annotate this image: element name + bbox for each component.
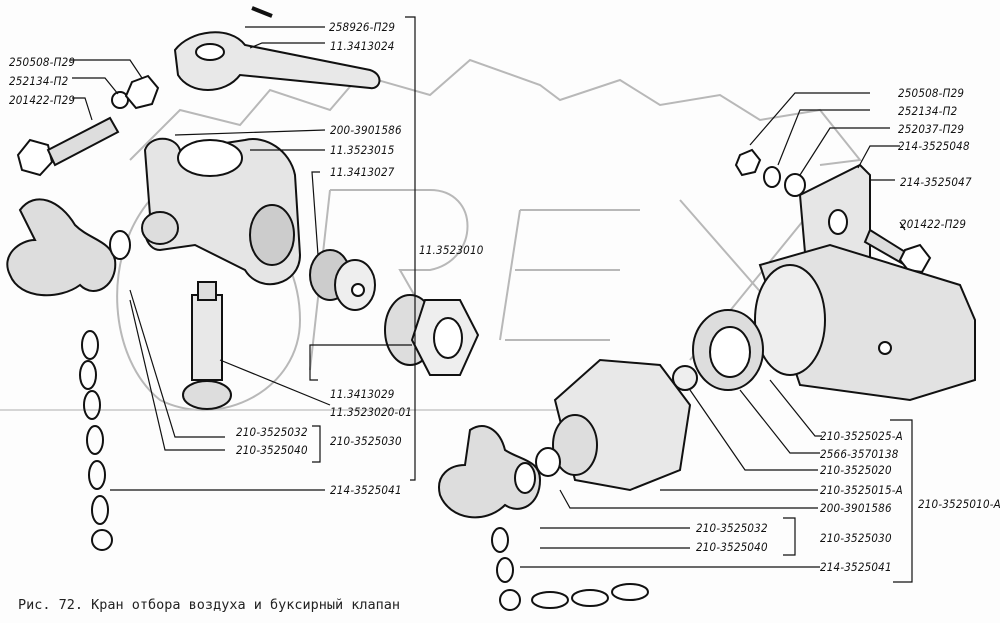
part-label: 250508-П29: [9, 55, 76, 69]
coupling-housing-210-3525025: [754, 243, 976, 402]
chain-214-3525041-right: [491, 527, 649, 611]
lock-washer-left: [111, 91, 129, 109]
part-label: 252134-П2: [898, 104, 958, 118]
part-label: 210-3525032: [696, 521, 768, 535]
part-label: 214-3525041: [820, 560, 892, 574]
part-label: 11.3523020-01: [330, 405, 413, 419]
part-label: 11.3523015: [330, 143, 395, 157]
plug-11-3413027: [309, 249, 376, 311]
nut-250508-left: [124, 74, 160, 110]
shaft-11-3523020-01: [182, 281, 232, 410]
ball-210-3525020: [672, 365, 698, 391]
part-label: 210-3525032: [236, 425, 308, 439]
part-label: 210-3525040: [696, 540, 768, 554]
watermark-letter-e: [499, 209, 640, 341]
lever-11-3413024: [173, 6, 381, 91]
part-label: 2566-3570138: [820, 447, 899, 461]
part-label: 252134-П2: [9, 74, 69, 88]
figure-caption: Рис. 72. Кран отбора воздуха и буксирный…: [18, 597, 401, 613]
bolt-201422-right: [863, 228, 932, 274]
part-label: 214-3525048: [898, 139, 970, 153]
watermark-gear: [129, 58, 862, 166]
part-label: 11.3413027: [330, 165, 395, 179]
chain-214-3525041-left: [79, 330, 113, 551]
leader-lines: [70, 16, 913, 583]
part-label: 201422-П29: [9, 93, 76, 107]
group-label: 210-3525010-А: [918, 497, 1000, 511]
part-label: 201422-П29: [900, 217, 967, 231]
part-label: 11.3413029: [330, 387, 395, 401]
part-label: 250508-П29: [898, 86, 965, 100]
seal-2566-3570138: [692, 309, 764, 391]
nut-250508-right: [734, 148, 762, 177]
group-label: 210-3525030: [330, 434, 402, 448]
union-11-3413029: [384, 294, 480, 376]
bolt-201422-left: [16, 116, 120, 177]
part-label: 214-3525041: [330, 483, 402, 497]
part-label: 200-3901586: [820, 501, 892, 515]
part-label: 210-3525020: [820, 463, 892, 477]
washer-252037: [784, 173, 806, 197]
part-label: 210-3525040: [236, 443, 308, 457]
part-label: 252037-П29: [898, 122, 965, 136]
wing-nut-210-3525032-right: [438, 425, 542, 519]
part-label: 11.3523010: [419, 243, 484, 257]
part-label: 210-3525025-А: [820, 429, 903, 443]
part-label: 200-3901586: [330, 123, 402, 137]
group-label: 210-3525030: [820, 531, 892, 545]
lock-washer-right: [763, 166, 781, 188]
part-label: 11.3413024: [330, 39, 395, 53]
part-label: 214-3525047: [900, 175, 972, 189]
tap-body-11-3523015: [141, 137, 302, 286]
wing-nut-210-3525032-left: [6, 198, 131, 297]
part-label: 210-3525015-А: [820, 483, 903, 497]
valve-body-210-3525015: [535, 358, 692, 492]
part-label: 258926-П29: [329, 20, 396, 34]
